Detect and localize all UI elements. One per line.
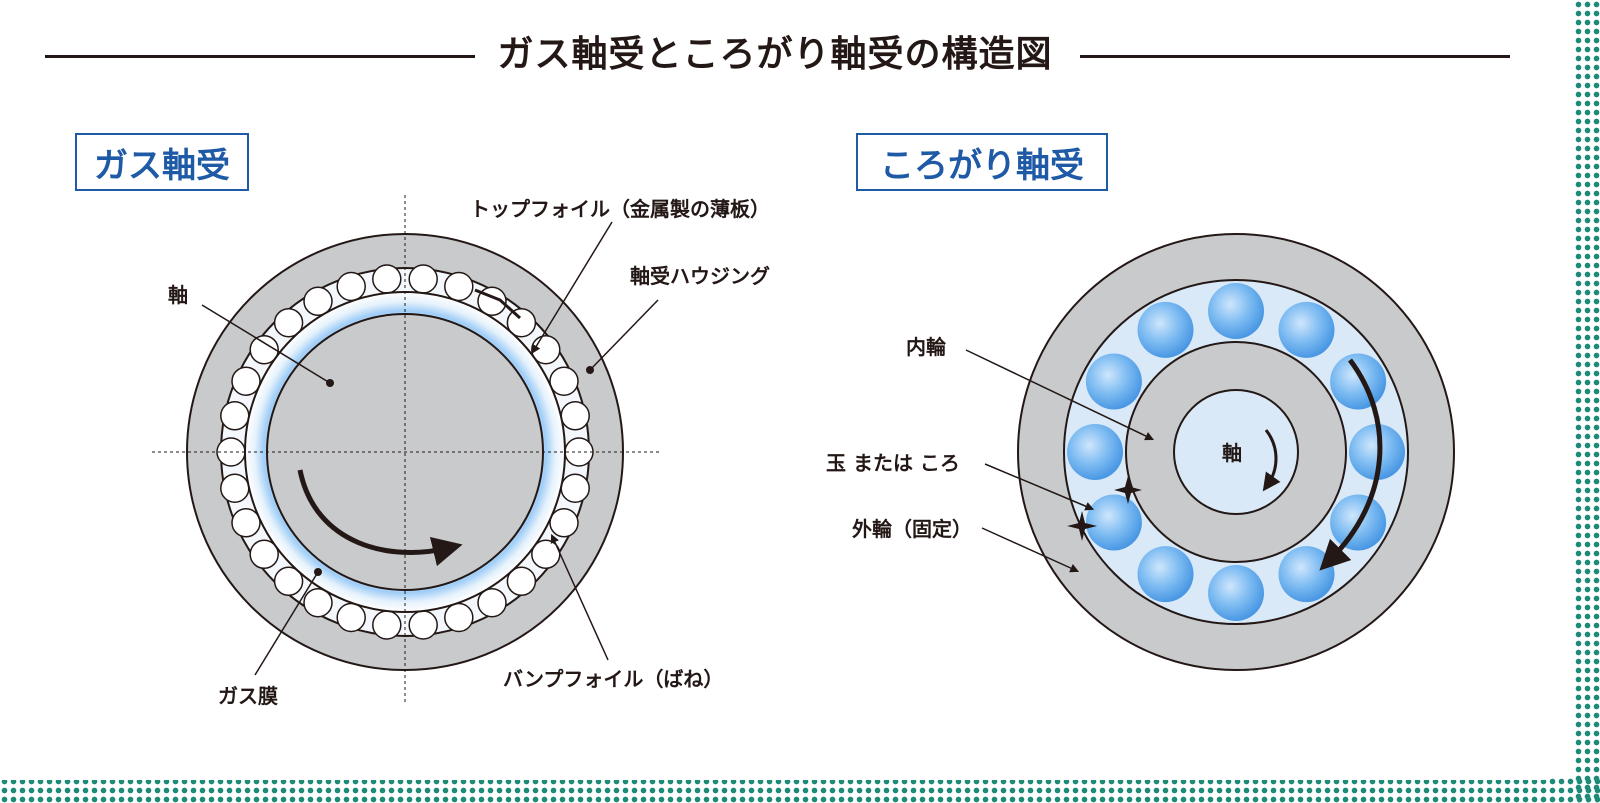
rolling-bearing-diagram: 軸 内輪 玉 または ころ 外輪（固定） (826, 233, 1455, 671)
ball (1278, 301, 1335, 358)
shaft-pointer-dot (326, 379, 334, 387)
bump (560, 473, 590, 503)
ball-leader (984, 463, 1095, 511)
bump (220, 473, 250, 503)
bump (303, 286, 333, 317)
label-top-foil: トップフォイル（金属製の薄板） (470, 197, 770, 221)
bump (477, 587, 507, 618)
label-ball: 玉 または ころ (826, 451, 960, 475)
gas-film-pointer-dot (314, 568, 322, 576)
page-title: ガス軸受ところがり軸受の構造図 (0, 30, 1550, 80)
bump (444, 271, 474, 302)
contact-sparkle-1 (1114, 476, 1142, 504)
ball (1208, 565, 1264, 621)
bump (231, 366, 261, 396)
contact-sparkle-2 (1067, 511, 1097, 541)
ball (1208, 283, 1264, 339)
ball (1349, 424, 1405, 480)
bump (506, 566, 537, 597)
bump (444, 602, 474, 633)
gas-bearing-heading: ガス軸受 (75, 133, 249, 191)
ball (1137, 301, 1194, 358)
title-rule-left (45, 55, 475, 58)
bump (372, 610, 402, 640)
bump (549, 366, 579, 396)
rotation-arrow (297, 469, 463, 567)
ball (1330, 353, 1387, 410)
label-housing: 軸受ハウジング (630, 264, 770, 288)
bump (336, 602, 366, 633)
label-gas-film: ガス膜 (218, 684, 278, 708)
label-shaft: 軸 (168, 283, 188, 307)
dotted-border-right (1574, 0, 1600, 803)
ball (1067, 424, 1123, 480)
outer-ring-leader (981, 527, 1080, 573)
shaft-rotation-arrow (1262, 429, 1281, 492)
bump (273, 307, 304, 338)
bump (249, 334, 279, 365)
ball (1085, 494, 1142, 551)
bump (408, 610, 438, 640)
bump (303, 587, 333, 618)
bump (372, 264, 402, 294)
housing-pointer-dot (586, 366, 594, 374)
page-title-text: ガス軸受ところがり軸受の構造図 (483, 34, 1067, 75)
ball (1278, 546, 1335, 603)
bump (506, 307, 537, 338)
bump (220, 401, 250, 431)
dotted-border-bottom (0, 777, 1600, 803)
label-rb-shaft: 軸 (1222, 441, 1242, 465)
bump (408, 264, 438, 294)
ball-rotation-arrow (1319, 358, 1383, 571)
top-foil-leader (531, 221, 613, 354)
ball (1085, 353, 1142, 410)
bump (336, 271, 366, 302)
rolling-bearing-heading: ころがり軸受 (856, 133, 1108, 191)
label-bump-foil: バンプフォイル（ばね） (503, 667, 723, 691)
top-foil-end (474, 288, 522, 320)
bump (231, 508, 261, 538)
title-rule-right (1080, 55, 1510, 58)
label-outer-ring: 外輪（固定） (852, 517, 972, 541)
bump (249, 539, 279, 570)
bump (560, 401, 590, 431)
bump (549, 508, 579, 538)
ball (1137, 546, 1194, 603)
label-inner-ring: 内輪 (906, 335, 947, 359)
bump-foil-leader (550, 533, 609, 661)
inner-ring-leader (965, 349, 1155, 441)
gas-bearing-diagram: 軸 トップフォイル（金属製の薄板） 軸受ハウジング ガス膜 バンプフォイル（ばね… (152, 195, 770, 708)
bump (273, 566, 304, 597)
